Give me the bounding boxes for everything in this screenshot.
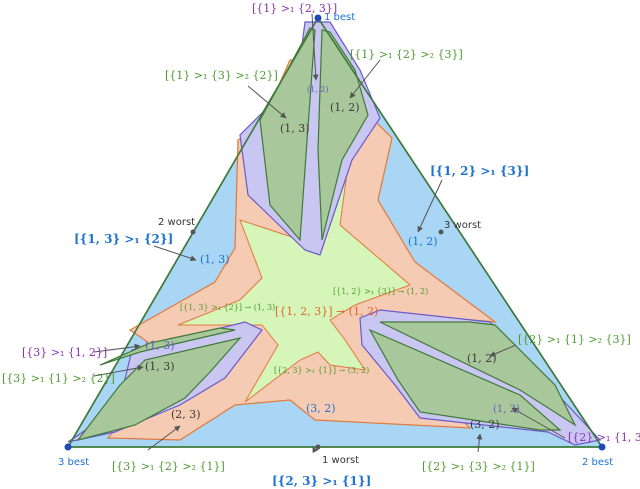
region-top-left: (1, 3): [280, 122, 310, 135]
worst-2-label: 2 worst: [158, 217, 195, 228]
center-left-label: [{1, 3} >₁ {2}] → (1, 3): [180, 303, 275, 312]
region-top-right: (1, 2): [330, 101, 360, 114]
callout-bottom-blue: [{2, 3} >₁ {1}]: [272, 474, 371, 488]
green-fan-right-upper: [379, 321, 577, 427]
region-blue-right: (1, 2): [408, 235, 438, 248]
region-right-small: (1, 2): [493, 404, 520, 415]
green-fan-left-lower: [76, 336, 242, 442]
region-right-mid: (1, 2): [467, 352, 497, 365]
region-left-lower: (2, 3): [171, 408, 201, 421]
callout-arrows: [93, 13, 566, 453]
worst-1-dot: [315, 444, 321, 450]
vertex-2-label: 2 best: [582, 457, 613, 468]
center-top-right-label: [{1, 2} >₁ {3}] → (1, 2): [333, 287, 428, 296]
callout-bottom-right-green: [{2} >₁ {3} >₂ {1}]: [422, 460, 535, 473]
green-fan-top-right: [317, 29, 369, 241]
green-fan-right-lower: [368, 328, 562, 431]
vertex-1-label: 1 best: [324, 12, 355, 23]
vertex-1-dot: [314, 14, 322, 22]
vertex-2-dot: [598, 443, 606, 451]
callout-top-right-green: [{1} >₁ {2} >₂ {3}]: [350, 48, 463, 61]
callout-left-blue: [{1, 3} >₁ {2}]: [74, 232, 173, 246]
region-blue-bottom: (3, 2): [306, 402, 336, 415]
worst-2-dot: [190, 229, 196, 235]
callout-right-purple: [{2} >₁ {1, 3}]: [568, 431, 640, 444]
callout-top-purple: [{1} >₁ {2, 3}]: [252, 2, 337, 15]
worst-3-dot: [438, 229, 444, 235]
vertex-3-label: 3 best: [58, 457, 89, 468]
region-right-lower: (3, 2): [470, 418, 500, 431]
callout-right-blue: [{1, 2} >₁ {3}]: [430, 164, 529, 178]
region-blue-left: (1, 3): [200, 253, 230, 266]
callout-left-purple: [{3} >₁ {1, 2}]: [22, 346, 107, 359]
center-label: [{1, 2, 3}] → (1, 2): [275, 305, 378, 318]
callout-top-left-green: [{1} >₁ {3} >₂ {2}]: [165, 69, 278, 82]
center-bottom-label: [{2, 3} >₁ {1}] → (3, 2): [274, 366, 369, 375]
region-top-small: (1, 2): [307, 85, 329, 94]
callout-bottom-left-green: [{3} >₁ {2} >₂ {1}]: [112, 460, 225, 473]
region-left-upper: (1, 3): [145, 339, 175, 352]
region-left-mid: (1, 3): [145, 360, 175, 373]
green-fan-left-upper: [99, 327, 236, 366]
vertex-3-dot: [64, 443, 72, 451]
callout-left-green: [{3} >₁ {1} >₂ {2}]: [2, 372, 115, 385]
worst-3-label: 3 worst: [444, 220, 481, 231]
worst-1-label: 1 worst: [322, 455, 359, 466]
callout-right-green: [{2} >₁ {1} >₂ {3}]: [518, 333, 631, 346]
center-star-region: [177, 148, 411, 403]
